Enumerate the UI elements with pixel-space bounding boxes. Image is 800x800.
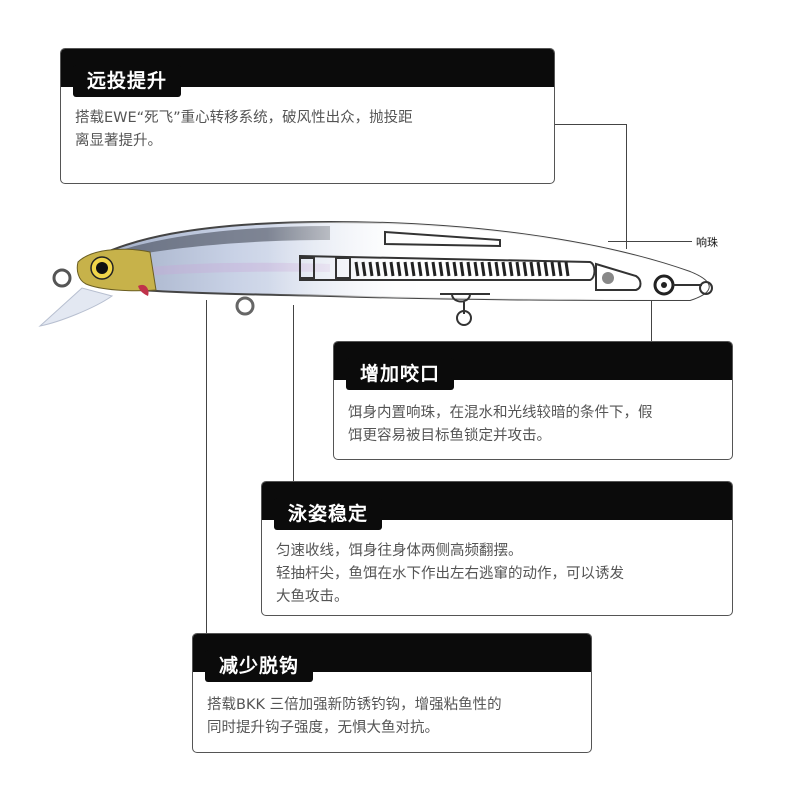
belly-hook-eye: [235, 296, 255, 316]
description-line: 搭载EWE“死飞”重心转移系统，破风性出众，抛投距: [75, 110, 413, 126]
lure-iridescent-stripe: [140, 262, 330, 276]
feature-card-casting: 远投提升 搭载EWE“死飞”重心转移系统，破风性出众，抛投距 离显著提升。: [60, 48, 555, 184]
tail-eye-inner: [661, 282, 667, 288]
gill-red: [138, 284, 149, 296]
leader-line-casting-v: [626, 124, 627, 249]
rattle-ball: [602, 272, 614, 284]
description-line: 搭载BKK 三倍加强新防锈钓钩，增强粘鱼性的: [207, 697, 502, 713]
feature-card-bite: 增加咬口 饵身内置响珠，在混水和光线较暗的条件下，假 饵更容易被目标鱼锁定并攻击…: [333, 341, 733, 460]
leader-line-bite: [651, 300, 652, 341]
internal-chamber-top: [384, 230, 501, 248]
belly-hanger-eye: [456, 310, 472, 326]
rattle-chamber: [595, 262, 642, 291]
description-line: 轻抽杆尖，鱼饵在水下作出左右逃窜的动作，可以诱发: [276, 566, 624, 582]
internal-channel: [299, 254, 596, 281]
description-line: 同时提升钩子强度，无惧大鱼对抗。: [207, 720, 439, 736]
lure-head: [76, 248, 157, 292]
lure-body: [76, 220, 710, 302]
description-line: 离显著提升。: [75, 133, 162, 149]
lure-pupil: [96, 262, 108, 274]
description-line: 大鱼攻击。: [276, 589, 349, 605]
tail-hook-eye: [699, 281, 713, 295]
transfer-spring: [354, 261, 570, 277]
weight-block: [335, 257, 351, 279]
lure-back-shading: [100, 226, 330, 262]
lure-fade-overlay: [78, 222, 709, 300]
tail-eye: [653, 274, 675, 296]
line-tie-ring: [52, 268, 72, 288]
lure-eye: [90, 256, 114, 280]
card-title: 增加咬口: [346, 358, 455, 390]
feature-card-swim: 泳姿稳定 匀速收线，饵身往身体两侧高频翻摆。 轻抽杆尖，鱼饵在水下作出左右逃窜的…: [261, 481, 733, 616]
description-line: 饵身内置响珠，在混水和光线较暗的条件下，假: [348, 405, 653, 421]
leader-line-swim: [293, 305, 294, 481]
card-description: 饵身内置响珠，在混水和光线较暗的条件下，假 饵更容易被目标鱼锁定并攻击。: [348, 402, 722, 448]
feature-card-hook: 减少脱钩 搭载BKK 三倍加强新防锈钓钩，增强粘鱼性的 同时提升钩子强度，无惧大…: [192, 633, 592, 753]
leader-line-casting-h: [555, 124, 627, 125]
leader-line-rattle: [608, 241, 692, 242]
weight-block: [299, 257, 315, 279]
rattle-label: 响珠: [696, 236, 718, 249]
card-description: 匀速收线，饵身往身体两侧高频翻摆。 轻抽杆尖，鱼饵在水下作出左右逃窜的动作，可以…: [276, 540, 722, 609]
leader-line-hook: [206, 300, 207, 633]
card-title: 远投提升: [73, 65, 182, 97]
lure-lip: [38, 287, 114, 327]
description-line: 饵更容易被目标鱼锁定并攻击。: [348, 428, 551, 444]
card-title: 减少脱钩: [205, 650, 314, 682]
belly-hanger: [440, 293, 490, 314]
card-description: 搭载EWE“死飞”重心转移系统，破风性出众，抛投距 离显著提升。: [75, 107, 544, 153]
card-title: 泳姿稳定: [274, 498, 383, 530]
description-line: 匀速收线，饵身往身体两侧高频翻摆。: [276, 543, 523, 559]
card-description: 搭载BKK 三倍加强新防锈钓钩，增强粘鱼性的 同时提升钩子强度，无惧大鱼对抗。: [207, 694, 581, 740]
